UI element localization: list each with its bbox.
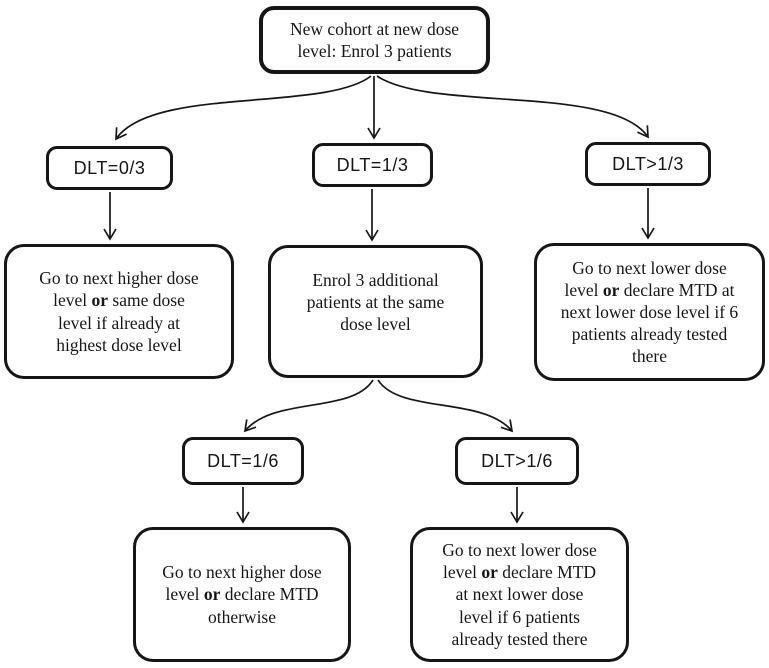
deescalate-box: Go to next lower dose level or declare M… <box>534 243 765 381</box>
arrow-root-to-dlt-0-3 <box>115 75 372 141</box>
dlt-1-6-label: DLT=1/6 <box>207 451 279 471</box>
mtd-or-higher-box: Go to next higher dose level or declare … <box>133 527 351 662</box>
expand-cohort-text: Enrol 3 additional patients at the same … <box>306 270 445 335</box>
dlt-0-3-label: DLT=0/3 <box>73 158 146 178</box>
deescalate-text: Go to next lower dose level or declare M… <box>560 257 739 367</box>
mtd-or-higher-text: Go to next higher dose level or declare … <box>162 562 322 627</box>
expand-cohort-box: Enrol 3 additional patients at the same … <box>268 245 483 378</box>
arrow-expand-to-dlt-gt-1-6 <box>377 379 514 433</box>
root-box: New cohort at new dose level: Enrol 3 pa… <box>259 6 490 74</box>
escalate-box: Go to next higher dose level or same dos… <box>4 244 234 379</box>
root-box-text: New cohort at new dose level: Enrol 3 pa… <box>289 18 460 61</box>
dlt-1-3-box: DLT=1/3 <box>312 143 433 187</box>
dlt-gt-1-6-label: DLT>1/6 <box>481 451 553 471</box>
dlt-0-3-box: DLT=0/3 <box>46 146 173 190</box>
mtd-or-lower-text: Go to next lower dose level or declare M… <box>442 540 597 649</box>
arrow-expand-to-dlt-1-6 <box>243 379 374 433</box>
dlt-1-6-box: DLT=1/6 <box>182 437 304 485</box>
escalate-text: Go to next higher dose level or same dos… <box>39 268 199 355</box>
dlt-1-3-label: DLT=1/3 <box>336 155 409 175</box>
arrow-root-to-dlt-gt-1-3 <box>376 75 649 139</box>
dlt-gt-1-6-box: DLT>1/6 <box>455 437 579 485</box>
dlt-gt-1-3-box: DLT>1/3 <box>585 142 711 186</box>
mtd-or-lower-box: Go to next lower dose level or declare M… <box>410 527 629 662</box>
dlt-gt-1-3-label: DLT>1/3 <box>612 154 684 174</box>
